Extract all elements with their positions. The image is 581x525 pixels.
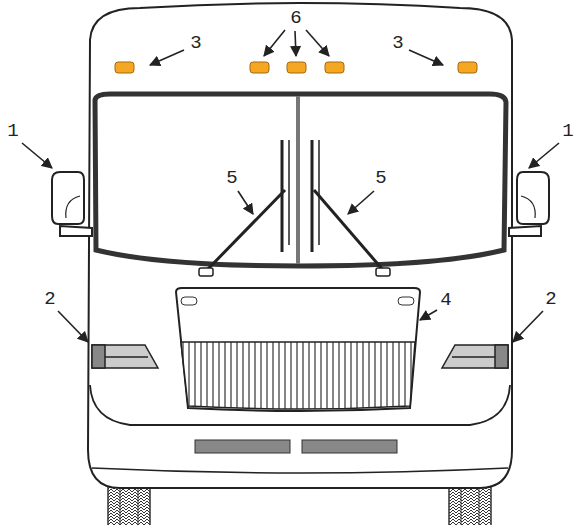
callout-number: 5	[226, 169, 237, 188]
windshield	[95, 94, 506, 266]
callout-number: 3	[392, 34, 403, 53]
callout-number: 2	[44, 290, 55, 309]
wipers	[199, 140, 390, 276]
leader-arrows	[22, 30, 559, 342]
bus-body	[88, 3, 512, 488]
callout-number: 1	[562, 122, 573, 141]
callout-number: 6	[290, 9, 301, 28]
grille-panel	[176, 288, 420, 411]
mirrors	[52, 172, 549, 236]
tires	[108, 484, 491, 525]
callout-number: 5	[375, 169, 386, 188]
callout-number: 2	[545, 290, 556, 309]
callout-number: 4	[440, 291, 451, 310]
callout-number: 1	[7, 122, 18, 141]
marker-lights	[115, 62, 477, 73]
bumper-slot	[302, 440, 397, 453]
bumper-slot	[195, 440, 290, 453]
callout-number: 3	[190, 34, 201, 53]
